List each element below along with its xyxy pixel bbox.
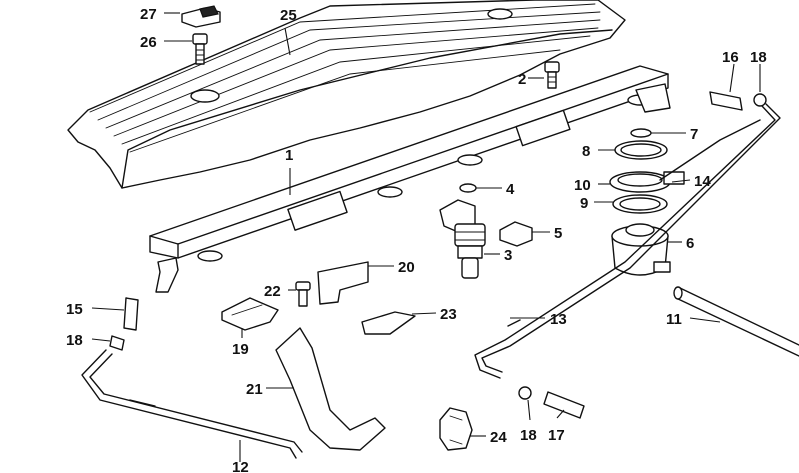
part-19-bracket xyxy=(221,297,279,331)
callout-11: 11 xyxy=(666,311,682,328)
leader-lines xyxy=(91,12,761,462)
callout-18-left: 18 xyxy=(66,332,83,349)
callout-21: 21 xyxy=(246,381,263,398)
callout-15: 15 xyxy=(66,301,83,318)
part-22-bolt xyxy=(295,281,311,307)
part-10-clamp xyxy=(609,171,685,193)
callout-12: 12 xyxy=(232,459,249,473)
part-13-fuel-line xyxy=(474,103,781,379)
part-18-clamp-left xyxy=(109,335,125,351)
part-12-fuel-line xyxy=(81,349,303,459)
callout-5: 5 xyxy=(554,225,562,242)
callout-6: 6 xyxy=(686,235,694,252)
part-6-pressure-regulator xyxy=(611,223,671,276)
callout-18-top: 18 xyxy=(750,49,767,66)
part-23-bracket xyxy=(361,311,416,335)
callout-3: 3 xyxy=(504,247,512,264)
part-24-clip xyxy=(439,407,473,451)
part-16-hose xyxy=(709,91,743,111)
part-25-cover xyxy=(67,0,626,189)
callout-20: 20 xyxy=(398,259,415,276)
part-3-injector xyxy=(439,199,486,279)
callout-9: 9 xyxy=(580,195,588,212)
callout-13: 13 xyxy=(550,311,567,328)
part-5-clip xyxy=(499,221,533,247)
callout-27: 27 xyxy=(140,6,157,23)
callout-labels: 1 2 3 4 5 6 7 8 9 10 11 12 13 14 15 16 1… xyxy=(66,6,767,473)
callout-17: 17 xyxy=(548,427,565,444)
part-26-bolt xyxy=(192,33,208,65)
part-8-ring xyxy=(614,140,668,160)
callout-18-bottom: 18 xyxy=(520,427,537,444)
callout-14: 14 xyxy=(694,173,711,190)
part-2-bolt xyxy=(544,61,560,89)
callout-2: 2 xyxy=(518,71,526,88)
callout-19: 19 xyxy=(232,341,249,358)
callout-1: 1 xyxy=(285,147,293,164)
callout-7: 7 xyxy=(690,126,698,143)
part-21-support-bracket xyxy=(275,327,386,451)
part-7-seal xyxy=(630,128,652,138)
callout-4: 4 xyxy=(506,181,515,198)
part-4-o-ring xyxy=(459,183,477,193)
part-18-clamp-bottom xyxy=(518,386,532,400)
part-14-fuel-line xyxy=(659,119,761,181)
callout-24: 24 xyxy=(490,429,507,446)
callout-16: 16 xyxy=(722,49,739,66)
part-17-hose xyxy=(543,391,585,419)
part-27-cap xyxy=(181,5,221,28)
part-20-bracket xyxy=(317,261,369,305)
callout-25: 25 xyxy=(280,7,297,24)
callout-8: 8 xyxy=(582,143,590,160)
callout-26: 26 xyxy=(140,34,157,51)
part-1-fuel-rail xyxy=(149,65,671,293)
part-15-hose xyxy=(123,297,139,331)
callout-23: 23 xyxy=(440,306,457,323)
callout-22: 22 xyxy=(264,283,281,300)
callout-10: 10 xyxy=(574,177,591,194)
part-11-return-line xyxy=(673,286,799,357)
part-9-ring xyxy=(612,194,668,214)
part-18-clamp-top xyxy=(753,93,767,107)
